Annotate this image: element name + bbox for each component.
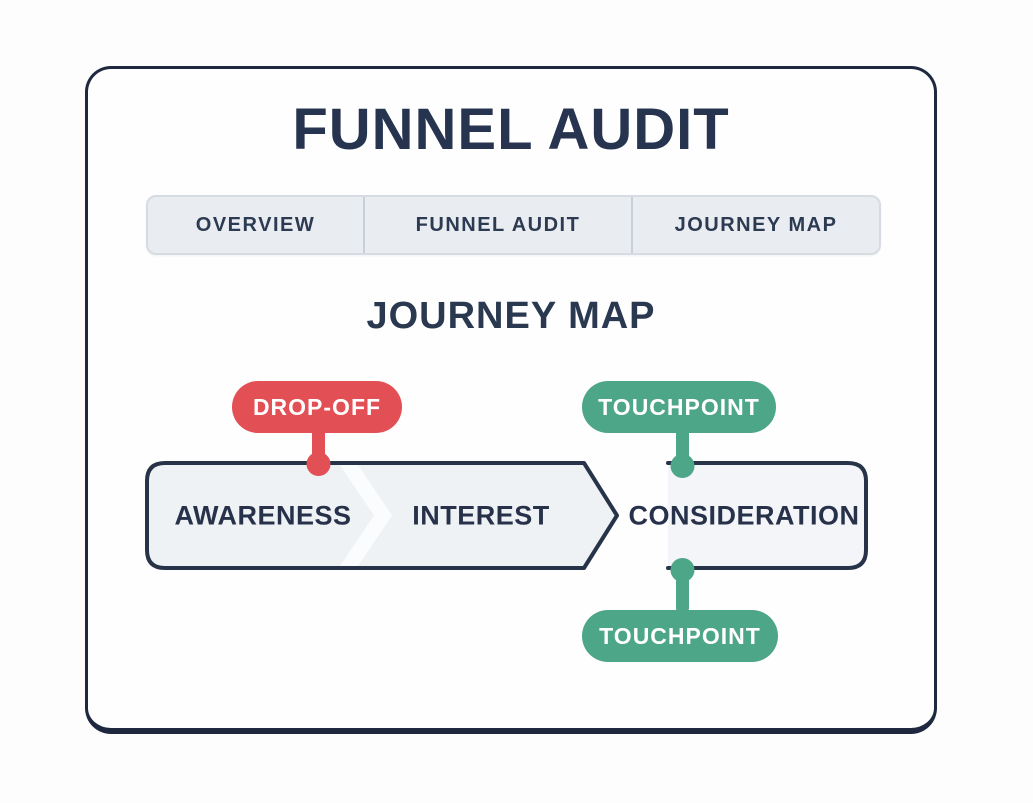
tab-bar: OVERVIEW FUNNEL AUDIT JOURNEY MAP <box>146 195 881 255</box>
drop-off-dot <box>306 452 331 476</box>
consideration-box-shape <box>666 461 868 570</box>
tab-funnel-audit[interactable]: FUNNEL AUDIT <box>363 197 631 253</box>
stage-chevron-divider <box>340 465 392 566</box>
tab-overview[interactable]: OVERVIEW <box>195 213 316 236</box>
touchpoint-bottom-dot <box>670 558 695 582</box>
stage-awareness: AWARENESS <box>174 500 352 531</box>
stage-consideration: CONSIDERATION <box>628 500 860 531</box>
journey-map-heading: JOURNEY MAP <box>366 295 656 337</box>
stage-interest: INTEREST <box>412 500 550 531</box>
drop-off-badge: DROP-OFF <box>232 381 402 433</box>
page-title: FUNNEL AUDIT <box>292 97 730 162</box>
tab-journey-map[interactable]: JOURNEY MAP <box>631 197 879 253</box>
touchpoint-bottom-badge: TOUCHPOINT <box>582 610 778 662</box>
touchpoint-top-dot <box>670 454 695 478</box>
touchpoint-top-badge: TOUCHPOINT <box>582 381 776 433</box>
funnel-audit-card: FUNNEL AUDIT OVERVIEW FUNNEL AUDIT JOURN… <box>85 66 937 734</box>
